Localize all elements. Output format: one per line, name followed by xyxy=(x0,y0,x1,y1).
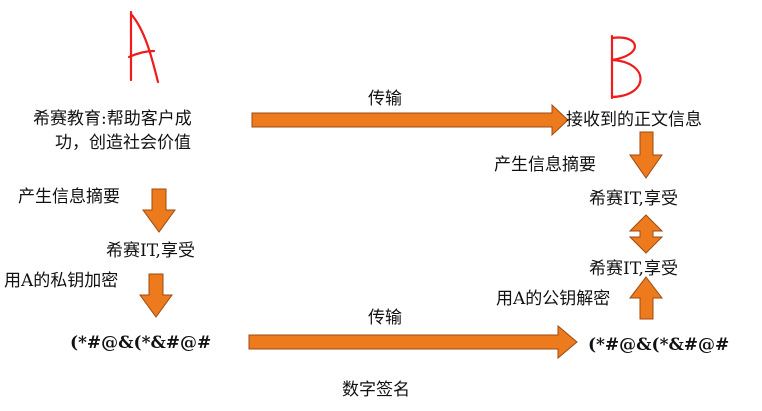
right-down-arrow-digest xyxy=(629,131,663,179)
transmit-arrow-top xyxy=(251,103,569,137)
sender-step-encrypt: 用A的私钥加密 xyxy=(4,271,119,291)
sender-message-line2: 功，创造社会价值 xyxy=(55,133,191,153)
receiver-received-text: 接收到的正文信息 xyxy=(566,110,702,130)
receiver-ciphertext: (*#@&(*&#@# xyxy=(588,335,730,355)
transmit-label-top: 传输 xyxy=(368,89,402,109)
handwritten-label-a xyxy=(127,10,160,84)
right-up-arrow-decrypt xyxy=(628,276,664,320)
handwritten-label-b xyxy=(610,34,642,100)
transmit-arrow-bottom xyxy=(248,324,578,360)
compare-double-arrow xyxy=(628,214,664,254)
sender-message-line1: 希赛教育:帮助客户成 xyxy=(33,109,192,129)
sender-ciphertext: (*#@&(*&#@# xyxy=(70,333,212,353)
receiver-digest-from-text: 希赛IT,享受 xyxy=(589,189,678,209)
diagram-caption: 数字签名 xyxy=(342,380,410,400)
receiver-step-decrypt: 用A的公钥解密 xyxy=(496,289,611,309)
receiver-step-digest: 产生信息摘要 xyxy=(494,155,596,175)
left-down-arrow-digest xyxy=(142,188,176,233)
receiver-digest-decrypted: 希赛IT,享受 xyxy=(589,259,678,279)
left-down-arrow-encrypt xyxy=(139,273,173,318)
sender-step-digest: 产生信息摘要 xyxy=(18,187,120,207)
transmit-label-bottom: 传输 xyxy=(368,308,402,328)
sender-digest: 希赛IT,享受 xyxy=(106,241,195,261)
